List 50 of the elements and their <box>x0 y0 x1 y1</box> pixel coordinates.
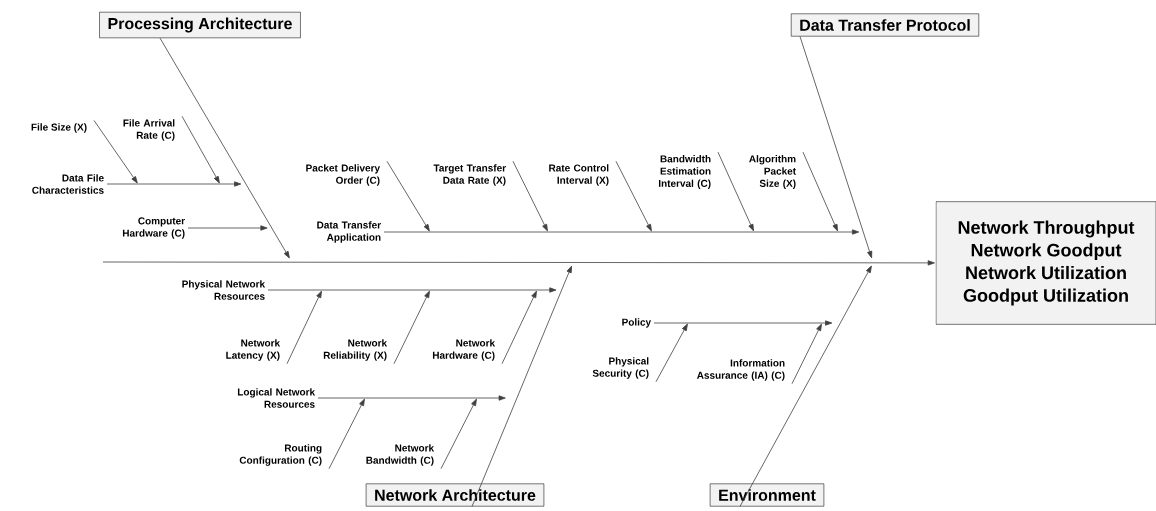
arrow <box>383 229 860 235</box>
cause-label: Physical Network Resources <box>182 280 266 300</box>
arrow <box>717 151 754 232</box>
cause-label: Network Reliability (X) <box>323 339 388 361</box>
cause-label: Physical Security (C) <box>592 357 649 379</box>
cause-label: Network Hardware (C) <box>432 339 496 361</box>
arrow <box>440 398 477 470</box>
cause-label: File Arrival Rate (C) <box>123 119 175 141</box>
arrow <box>286 290 322 365</box>
effect-box: Network Throughput Network Goodput Network Utilization Goodput Utilization <box>935 201 1156 325</box>
category-box: Data Transfer Protocol <box>790 13 980 37</box>
cause-label: Routing Configuration (C) <box>239 444 322 466</box>
arrow <box>181 115 220 184</box>
cause-label: Target Transfer Data Rate (X) <box>433 164 506 186</box>
cause-label: Rate Control Interval (X) <box>549 164 609 186</box>
cause-label: File Size (X) <box>31 123 87 133</box>
cause-label: Information Assurance (IA) (C) <box>697 359 785 381</box>
cause-label: Packet Delivery Order (C) <box>306 164 380 186</box>
spine-arrow <box>102 260 935 266</box>
cause-label: Policy <box>622 318 651 328</box>
cause-label: Network Bandwidth (C) <box>366 444 435 466</box>
arrow <box>328 398 365 470</box>
arrow <box>653 320 833 326</box>
bone-arrow <box>739 265 872 507</box>
cause-label: Logical Network Resources <box>237 388 316 408</box>
arrow <box>106 181 242 187</box>
cause-label: Computer Hardware (C) <box>122 217 185 239</box>
arrow <box>267 287 557 293</box>
arrow <box>802 151 838 232</box>
arrow <box>93 120 138 184</box>
cause-label: Network Latency (X) <box>226 339 281 361</box>
category-box: Environment <box>709 483 825 507</box>
arrow <box>317 395 506 401</box>
arrow <box>655 323 688 383</box>
cause-label: Algorithm Packet Size (X) <box>749 155 796 189</box>
arrow <box>393 290 430 365</box>
bone-arrow <box>471 265 572 507</box>
arrow <box>615 160 652 232</box>
bone-arrow <box>799 36 873 259</box>
cause-label: Data Transfer Application <box>317 221 381 243</box>
cause-label: Data File Characteristics <box>32 174 104 194</box>
arrow <box>386 160 430 232</box>
arrow <box>791 323 822 385</box>
category-box: Network Architecture <box>365 483 545 507</box>
cause-label: Bandwidth Estimation Interval (C) <box>658 155 711 189</box>
arrow <box>187 225 268 231</box>
arrow <box>501 290 537 365</box>
category-box: Processing Architecture <box>99 11 301 39</box>
bone-arrow <box>159 37 290 259</box>
arrow <box>512 160 548 232</box>
